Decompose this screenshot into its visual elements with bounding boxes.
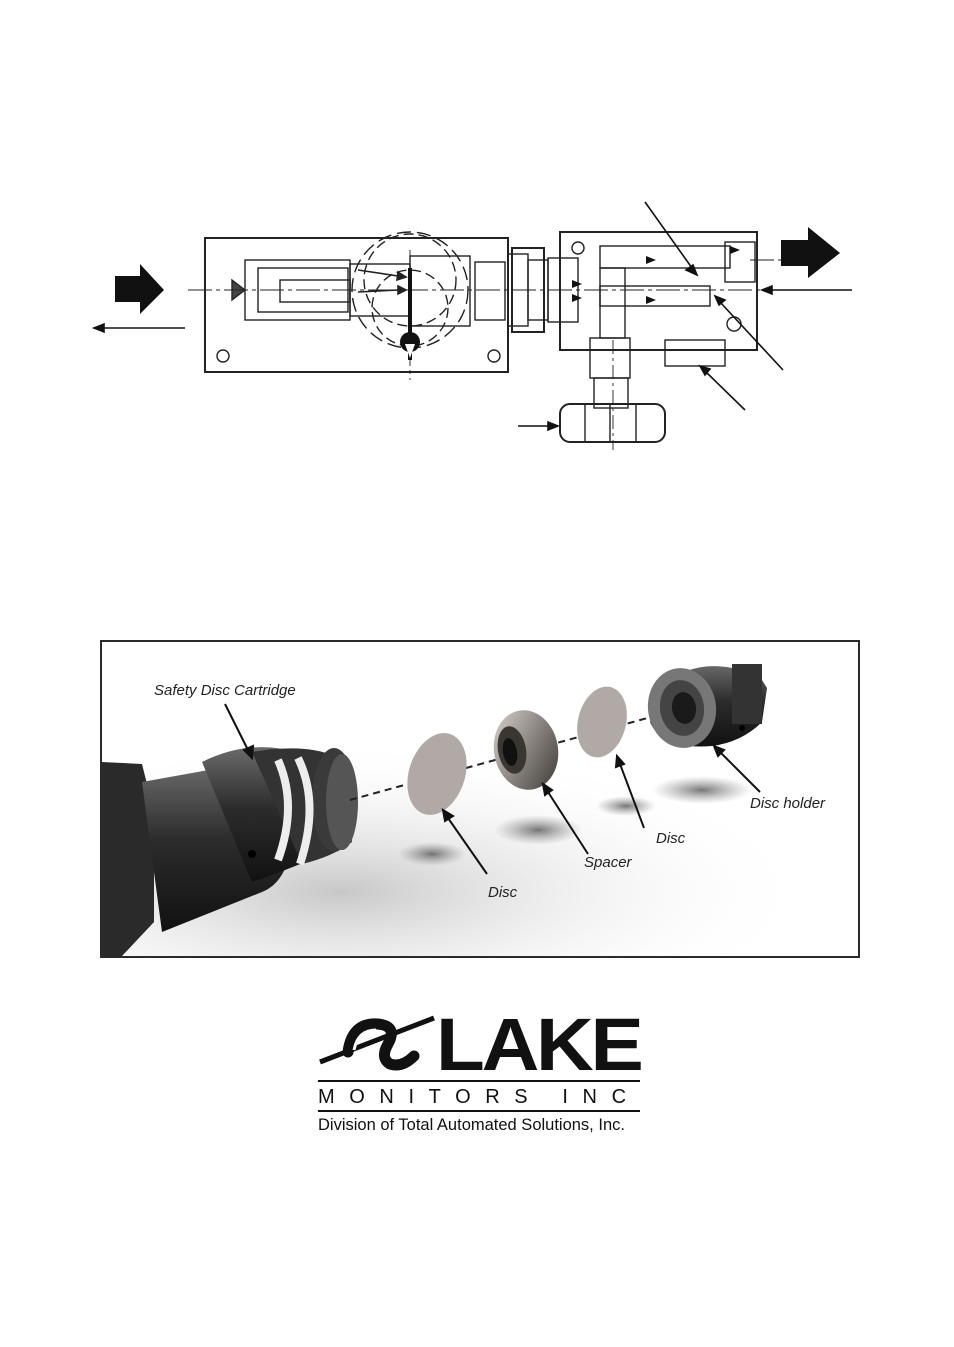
exploded-parts-photo: Safety Disc Cartridge Disc Spacer Disc D… — [100, 640, 860, 958]
logo-rule-bottom — [318, 1110, 640, 1112]
label-disc-holder: Disc holder — [750, 795, 826, 812]
parts-illustration — [102, 664, 782, 956]
logo-wordmark: LAKE — [436, 1003, 644, 1086]
logo-rule-top — [318, 1080, 640, 1082]
logo-mark-icon — [319, 1015, 435, 1071]
logo-subtitle: MONITORS INC — [318, 1086, 641, 1108]
label-disc-left: Disc — [488, 884, 518, 901]
label-disc-right: Disc — [656, 830, 686, 847]
label-safety-disc-cartridge: Safety Disc Cartridge — [154, 682, 296, 699]
inlet-flow-arrow — [115, 264, 164, 314]
label-spacer: Spacer — [584, 854, 632, 871]
disc-left — [407, 733, 467, 815]
logo-division: Division of Total Automated Solutions, I… — [318, 1116, 625, 1134]
flow-monitor-schematic — [91, 201, 852, 450]
valve-block — [559, 231, 758, 351]
sensor-body — [204, 237, 509, 373]
spacer — [493, 710, 559, 790]
disc-holder — [647, 664, 767, 748]
outlet-flow-arrow — [781, 227, 840, 278]
lake-monitors-logo: LAKE MONITORS INC Division of Total Auto… — [318, 1008, 644, 1138]
disc-right — [577, 686, 627, 758]
cartridge-body — [102, 747, 358, 956]
